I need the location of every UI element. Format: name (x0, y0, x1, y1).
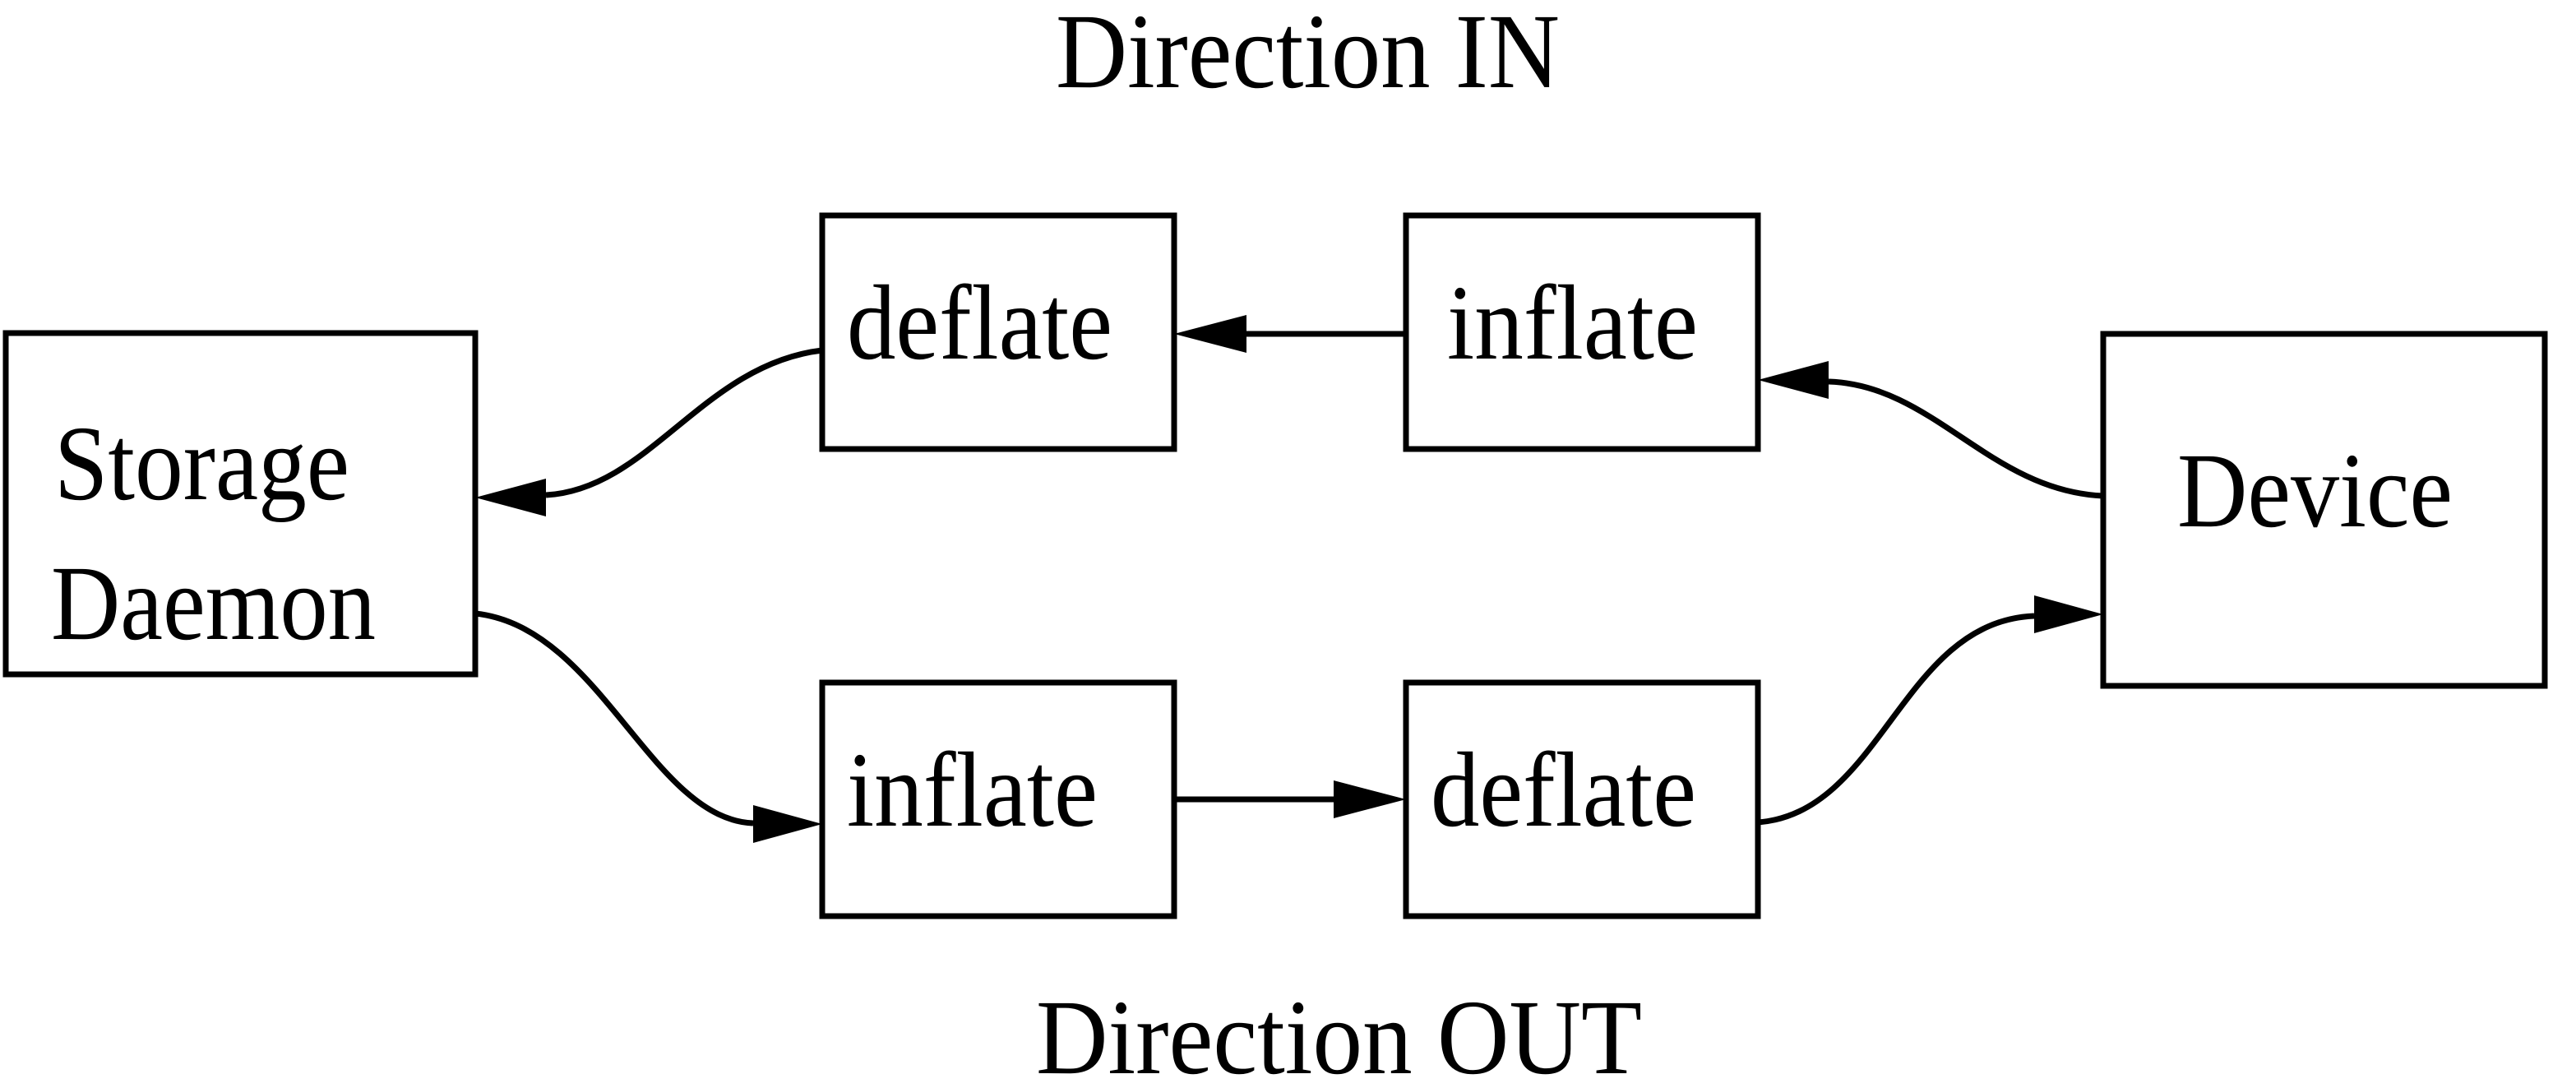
title-direction-in: Direction IN (1056, 0, 1560, 111)
device-rect (2100, 331, 2548, 689)
device-box: Device (2100, 331, 2548, 689)
arrow-deflate-to-storage-head (475, 479, 546, 516)
arrow-inflate-to-deflate-in-head (1174, 315, 1246, 353)
arrow-deflate-to-device-curve (1757, 613, 2035, 826)
arrow-deflate-to-storage-curve (545, 347, 823, 498)
inflate-in-rect (1403, 212, 1761, 452)
arrow-device-to-inflate-head (1758, 361, 1829, 399)
arrow-inflate-to-deflate-out (1174, 780, 1406, 818)
arrow-storage-to-inflate-curve (474, 610, 754, 826)
arrow-device-to-inflate (1758, 361, 2104, 499)
title-direction-out: Direction OUT (1036, 979, 1642, 1088)
device-label: Device (2177, 432, 2453, 550)
arrow-deflate-to-storage (475, 347, 823, 516)
arrow-storage-to-inflate-head (753, 805, 822, 843)
arrow-storage-to-inflate (474, 610, 822, 843)
inflate-out-box: inflate (819, 679, 1177, 919)
deflate-in-label: deflate (847, 264, 1112, 382)
inflate-in-label: inflate (1447, 264, 1698, 382)
storage-daemon-rect (2, 330, 479, 678)
inflate-out-label: inflate (847, 731, 1098, 850)
inflate-in-box: inflate (1403, 212, 1761, 452)
storage-daemon-label-line2: Daemon (51, 544, 376, 663)
storage-daemon-label-line1: Storage (54, 405, 349, 523)
deflate-out-rect (1403, 679, 1761, 919)
storage-daemon-box: Storage Daemon (2, 330, 479, 678)
deflate-out-label: deflate (1431, 731, 1696, 850)
deflate-out-box: deflate (1403, 679, 1761, 919)
arrow-deflate-to-device (1757, 595, 2103, 826)
arrow-inflate-to-deflate-out-head (1334, 780, 1406, 818)
arrow-inflate-to-deflate-in (1174, 315, 1406, 353)
arrow-device-to-inflate-curve (1828, 378, 2104, 499)
arrow-deflate-to-device-head (2034, 595, 2103, 633)
deflate-in-rect (819, 212, 1177, 452)
deflate-in-box: deflate (819, 212, 1177, 452)
